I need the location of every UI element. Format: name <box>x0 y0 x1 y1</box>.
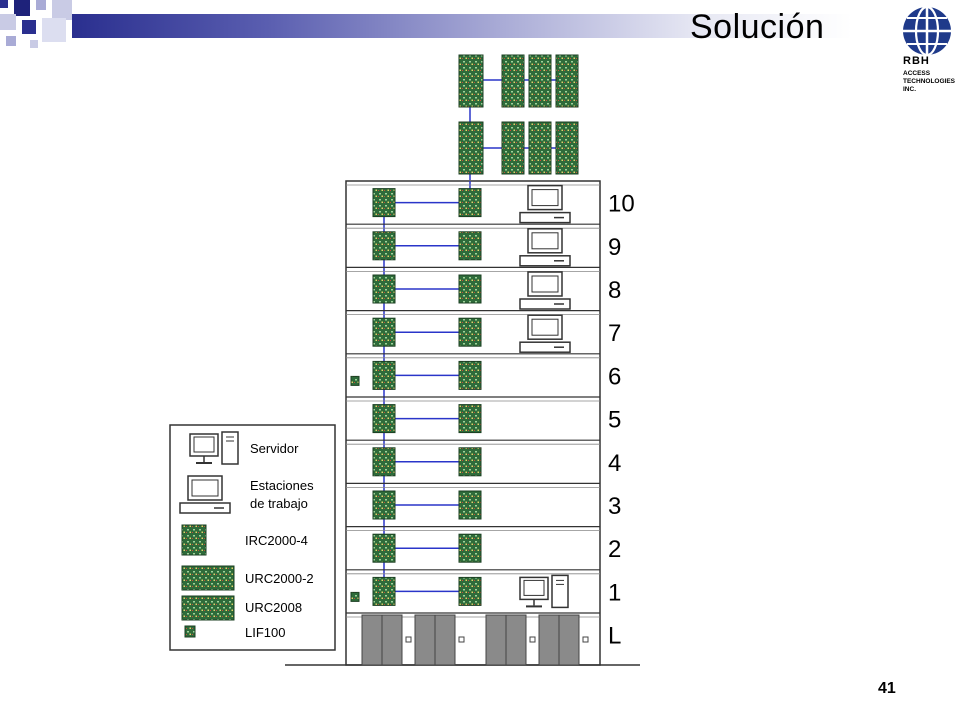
irc-board <box>372 188 396 218</box>
irc-board <box>372 317 396 347</box>
workstation-icon <box>519 228 571 267</box>
lobby-elevators <box>361 614 589 666</box>
title-bar-gradient <box>72 14 852 38</box>
decor-square <box>0 14 16 30</box>
floors-group: 10 9 8 7 6 5 4 3 2 1L <box>346 181 635 650</box>
page-number: 41 <box>878 680 896 697</box>
legend-estaciones: Estaciones <box>250 478 314 493</box>
workstation-icon <box>519 314 571 353</box>
floor-label: 6 <box>608 363 621 390</box>
irc-board <box>372 576 396 606</box>
legend-estaciones: de trabajo <box>250 496 308 511</box>
lif-board <box>350 375 360 386</box>
decor-square <box>6 36 16 46</box>
floor-label: 5 <box>608 407 621 434</box>
lif-board <box>350 591 360 602</box>
legend-servidor: Servidor <box>250 441 299 456</box>
decor-square <box>30 40 38 48</box>
urc8-board-icon <box>181 595 235 621</box>
decor-square <box>52 0 72 20</box>
irc-board <box>458 576 482 606</box>
floor-label: 2 <box>608 536 621 563</box>
legend-box: Servidor Estaciones de trabajo IRC2000-4… <box>169 424 336 651</box>
logo-line: TECHNOLOGIES <box>903 78 956 85</box>
globe-icon <box>903 5 951 57</box>
floor-label: L <box>608 623 621 650</box>
decor-square <box>36 0 46 10</box>
decor-square <box>42 18 66 42</box>
urc2-board-icon <box>181 565 235 591</box>
page-title: Solución <box>690 8 825 46</box>
irc-board <box>458 274 482 304</box>
floor-label: 9 <box>608 234 621 261</box>
irc-board <box>372 490 396 520</box>
irc-board <box>372 360 396 390</box>
floor-label: 1 <box>608 579 621 606</box>
logo-line: INC. <box>903 86 916 93</box>
irc-board-icon <box>181 524 207 556</box>
irc-board <box>458 360 482 390</box>
workstation-icon <box>519 271 571 310</box>
decor-square <box>0 0 8 8</box>
header-bar <box>0 0 960 50</box>
floor-label: 10 <box>608 191 635 218</box>
irc-board <box>372 447 396 477</box>
server-icon <box>519 574 569 609</box>
logo-line: ACCESS <box>903 70 931 77</box>
irc-board <box>458 447 482 477</box>
floor-label: 3 <box>608 493 621 520</box>
legend-urc8: URC2008 <box>245 600 302 615</box>
rooftop-cluster-upper <box>458 54 579 180</box>
floor-label: 7 <box>608 320 621 347</box>
irc-board <box>372 533 396 563</box>
decor-square <box>14 0 30 16</box>
legend-irc: IRC2000-4 <box>245 533 308 548</box>
irc-board <box>458 404 482 434</box>
irc-board <box>372 231 396 261</box>
floor-label: 4 <box>608 450 621 477</box>
irc-board <box>458 533 482 563</box>
logo-text: ACCESS TECHNOLOGIES INC. <box>903 70 959 94</box>
lif-board-icon <box>184 625 196 638</box>
workstation-icon <box>519 184 571 224</box>
irc-board <box>458 317 482 347</box>
irc-board <box>458 490 482 520</box>
irc-board <box>458 231 482 261</box>
irc-board <box>458 188 482 218</box>
workstation-icon <box>179 475 231 514</box>
legend-urc2: URC2000-2 <box>245 571 314 586</box>
rbh-logo <box>903 5 951 57</box>
irc-board <box>372 404 396 434</box>
irc-board <box>372 274 396 304</box>
logo-brand: RBH <box>903 55 930 67</box>
legend-lif: LIF100 <box>245 625 285 640</box>
rooftop-cluster-lower <box>458 121 579 175</box>
floor-label: 8 <box>608 277 621 304</box>
decor-square <box>22 20 36 34</box>
